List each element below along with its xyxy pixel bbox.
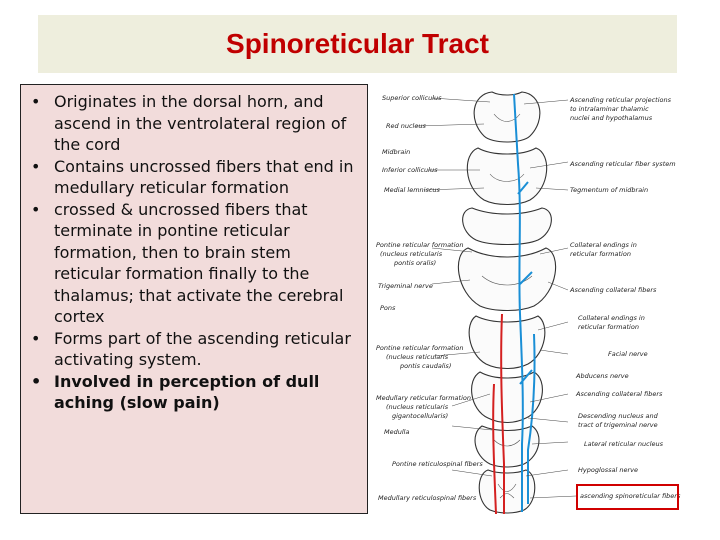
bullet-list: • Originates in the dorsal horn, and asce… — [21, 85, 367, 414]
bullet-item: • Contains uncrossed fibers that end in m… — [21, 156, 359, 199]
figure-label: Pons — [380, 304, 396, 312]
figure-label: (nucleus reticularis — [380, 250, 443, 258]
leader-lines-left — [415, 97, 493, 477]
figure-label: Superior colliculus — [382, 94, 442, 102]
bullet-text: Contains uncrossed fibers that end in me… — [54, 156, 354, 198]
medulla-inner-detail — [493, 439, 521, 447]
midbrain-upper-section — [473, 91, 541, 143]
bullet-dot: • — [31, 199, 41, 219]
figure-label: Collateral endings in — [570, 241, 637, 249]
ascending-fiber-collateral — [517, 181, 533, 385]
figure-label: Pontine reticular formation — [376, 241, 464, 249]
figure-label: Red nucleus — [386, 122, 426, 130]
figure-label: (nucleus reticularis — [386, 403, 449, 411]
highlight-box — [576, 484, 679, 510]
bullet-text: Involved in perception of dull aching (s… — [54, 371, 320, 413]
figure-label: Ascending reticular projections — [569, 96, 672, 104]
figure-label: Ascending collateral fibers — [575, 390, 663, 398]
figure-label: Tegmentum of midbrain — [570, 186, 648, 194]
midbrain-lower-detail — [489, 173, 525, 182]
brainstem-diagram: Superior colliculus Red nucleus Midbrain… — [376, 91, 681, 515]
pons-middle-section — [457, 247, 557, 312]
figure-label: Facial nerve — [608, 350, 648, 358]
descending-fiber-red-2 — [492, 383, 497, 515]
figure-label: pontis caudalis) — [399, 362, 451, 370]
figure-label: Lateral reticular nucleus — [584, 440, 664, 448]
bullet-item: • Forms part of the ascending reticular a… — [21, 328, 359, 371]
bullet-text: Originates in the dorsal horn, and ascen… — [54, 92, 347, 154]
pons-upper-section — [462, 207, 552, 245]
right-labels: Ascending reticular projections to intra… — [569, 96, 681, 500]
bullet-item: • crossed & uncrossed fibers that termina… — [21, 199, 359, 328]
figure-label: Hypoglossal nerve — [578, 466, 638, 474]
figure-label: Medullary reticulospinal fibers — [378, 494, 477, 502]
figure-label: Collateral endings in — [578, 314, 645, 322]
bullet-dot: • — [31, 92, 41, 111]
figure-label: to intralaminar thalamic — [570, 105, 649, 113]
pons-inner-detail — [481, 275, 533, 286]
figure-label: tract of trigeminal nerve — [578, 421, 658, 429]
figure-label: Midbrain — [382, 148, 410, 156]
midbrain-lower-section — [466, 147, 548, 206]
figure-label: Ascending reticular fiber system — [569, 160, 676, 168]
figure-label: (nucleus reticularis — [386, 353, 449, 361]
figure-label: pontis oralis) — [393, 259, 436, 267]
figure-label: reticular formation — [570, 250, 631, 258]
figure-label: reticular formation — [578, 323, 639, 331]
bullet-dot: • — [31, 156, 41, 176]
leader-lines-right — [523, 99, 577, 499]
bullet-item: • Involved in perception of dull aching (… — [21, 371, 359, 414]
figure-label: Ascending collateral fibers — [569, 286, 657, 294]
figure-label: Trigeminal nerve — [378, 282, 433, 290]
ascending-fiber-blue-side — [527, 333, 536, 504]
title-bar: Spinoreticular Tract — [38, 15, 677, 73]
bullet-text: crossed & uncrossed fibers that terminat… — [54, 199, 344, 327]
figure-label: nuclei and hypothalamus — [570, 114, 653, 122]
figure-label: Pontine reticulospinal fibers — [392, 460, 483, 468]
bullet-text: Forms part of the ascending reticular ac… — [54, 328, 351, 370]
figure-label: Medullary reticular formation — [376, 394, 471, 402]
figure-label: Descending nucleus and — [578, 412, 659, 420]
slide-title: Spinoreticular Tract — [226, 28, 489, 59]
left-labels: Superior colliculus Red nucleus Midbrain… — [376, 94, 483, 502]
text-panel: • Originates in the dorsal horn, and asce… — [20, 84, 368, 514]
midbrain-inner-detail — [493, 113, 521, 122]
figure-label: Inferior colliculus — [382, 166, 438, 174]
figure-label: ascending spinoreticular fibers — [580, 492, 681, 500]
bullet-dot: • — [31, 371, 42, 391]
bullet-item: • Originates in the dorsal horn, and asce… — [21, 91, 359, 156]
figure-label: Medulla — [384, 428, 409, 436]
ascending-fiber-blue-main — [513, 93, 524, 512]
descending-fiber-red — [500, 313, 505, 514]
bullet-dot: • — [31, 328, 41, 348]
figure-label: gigantocellularis) — [392, 412, 448, 420]
figure-label: Medial lemniscus — [384, 186, 441, 194]
figure-label: Pontine reticular formation — [376, 344, 464, 352]
figure-label: Abducens nerve — [575, 372, 629, 380]
brainstem-figure: Superior colliculus Red nucleus Midbrain… — [372, 84, 702, 520]
spinal-gray-matter — [497, 483, 517, 499]
